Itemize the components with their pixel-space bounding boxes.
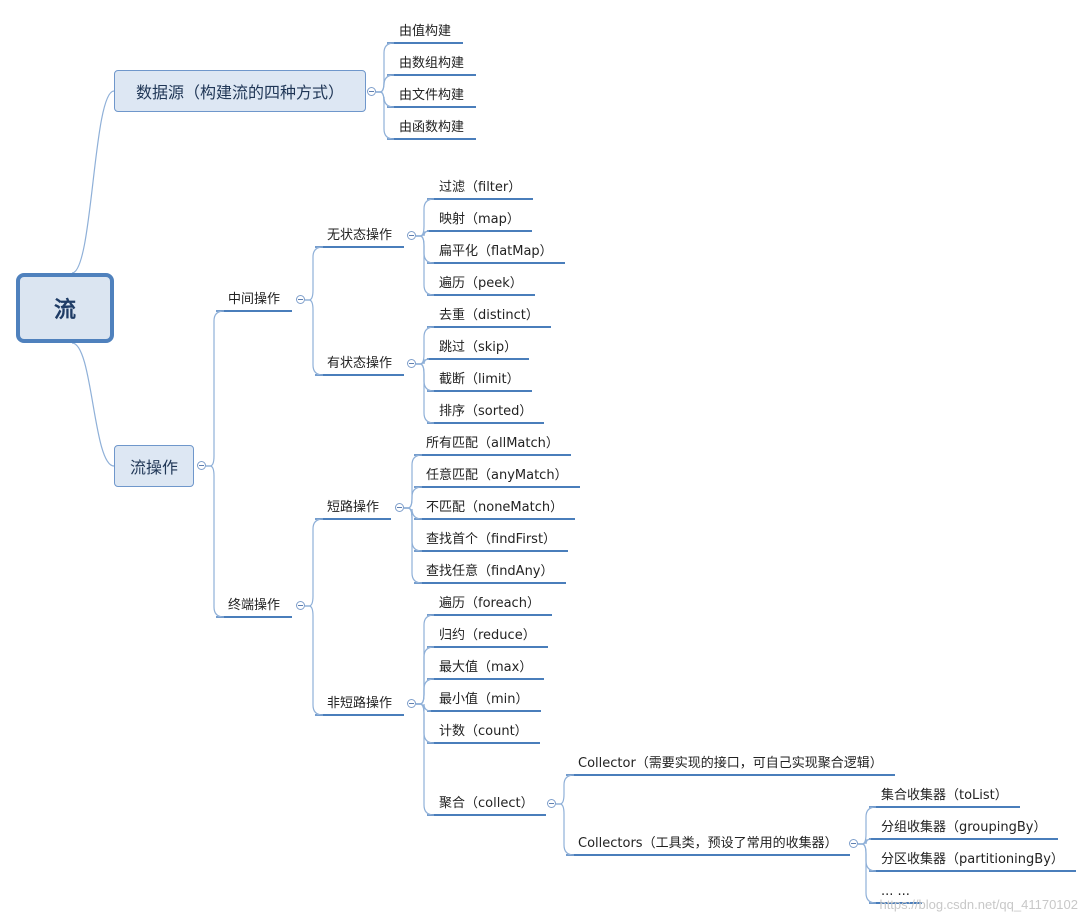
non-short-circuit-item: 归约（reduce） [439,628,536,643]
stateless-collapse-toggle[interactable] [407,231,416,240]
terminal-collapse-toggle[interactable] [296,601,305,610]
non-short-circuit-item: 最小值（min） [439,692,529,707]
datasource-item: 由函数构建 [399,120,465,135]
stateful-item: 去重（distinct） [439,308,539,323]
datasource-node[interactable]: 数据源（构建流的四种方式） [114,70,366,112]
collectors-item: ... ... [881,884,910,899]
stream-ops-node[interactable]: 流操作 [114,445,194,487]
short-circuit-item: 任意匹配（anyMatch） [426,468,568,483]
datasource-collapse-toggle[interactable] [367,87,376,96]
non-short-circuit-collapse-toggle[interactable] [407,699,416,708]
stateful-collapse-toggle[interactable] [407,359,416,368]
stateless-item: 过滤（filter） [439,180,522,195]
watermark: https://blog.csdn.net/qq_41170102 [879,897,1078,912]
short-circuit-item: 查找首个（findFirst） [426,532,557,547]
stateless-item: 遍历（peek） [439,276,523,291]
collectors-item: 集合收集器（toList） [881,788,1008,803]
collect-node[interactable]: 聚合（collect） [439,796,534,811]
collectors-item: 分区收集器（partitioningBy） [881,852,1064,867]
intermediate-collapse-toggle[interactable] [296,295,305,304]
stream-ops-collapse-toggle[interactable] [197,461,206,470]
stateless-item: 扁平化（flatMap） [439,244,553,259]
non-short-circuit-item: 计数（count） [439,724,528,739]
stateful-item: 截断（limit） [439,372,520,387]
short-circuit-item: 查找任意（findAny） [426,564,554,579]
datasource-item: 由文件构建 [399,88,465,103]
stateful-ops-node[interactable]: 有状态操作 [327,356,393,371]
datasource-item: 由数组构建 [399,56,465,71]
short-circuit-item: 不匹配（noneMatch） [426,500,564,515]
collect-collapse-toggle[interactable] [547,799,556,808]
stateless-item: 映射（map） [439,212,520,227]
short-circuit-ops-node[interactable]: 短路操作 [327,500,380,515]
stateless-ops-node[interactable]: 无状态操作 [327,228,393,243]
short-circuit-item: 所有匹配（allMatch） [426,436,559,451]
collectors-node[interactable]: Collectors（工具类，预设了常用的收集器） [578,836,838,851]
collectors-item: 分组收集器（groupingBy） [881,820,1047,835]
non-short-circuit-item: 最大值（max） [439,660,533,675]
stateful-item: 排序（sorted） [439,404,533,419]
terminal-ops-node[interactable]: 终端操作 [228,598,281,613]
datasource-item: 由值构建 [399,24,452,39]
non-short-circuit-ops-node[interactable]: 非短路操作 [327,696,393,711]
stateful-item: 跳过（skip） [439,340,518,355]
collector-node: Collector（需要实现的接口，可自己实现聚合逻辑） [578,756,883,771]
root-node[interactable]: 流 [16,273,114,343]
short-circuit-collapse-toggle[interactable] [395,503,404,512]
non-short-circuit-item: 遍历（foreach） [439,596,540,611]
intermediate-ops-node[interactable]: 中间操作 [228,292,281,307]
collectors-collapse-toggle[interactable] [849,839,858,848]
